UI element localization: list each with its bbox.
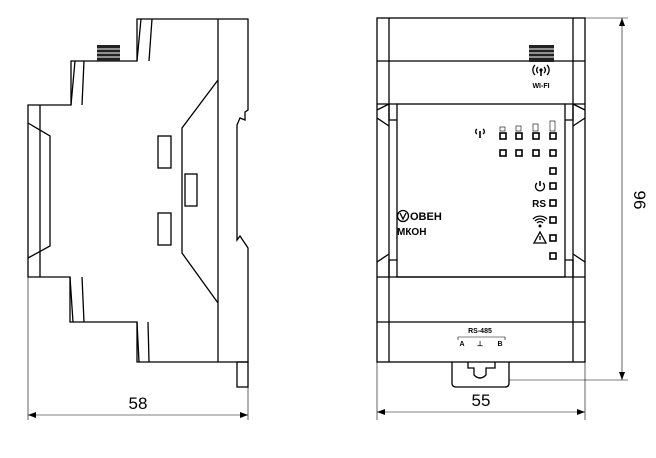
side-outline bbox=[27, 18, 249, 363]
antenna-connector-icon bbox=[529, 45, 554, 62]
side-latch bbox=[184, 173, 198, 207]
logo-text: ОВЕН bbox=[410, 211, 442, 223]
led-power bbox=[549, 182, 557, 190]
brand-logo: ОВЕН bbox=[396, 209, 442, 223]
side-width-dimension: 58 bbox=[129, 394, 148, 413]
wifi-icon bbox=[532, 215, 548, 228]
signal-bars bbox=[499, 120, 556, 132]
led bbox=[515, 132, 523, 140]
warning-icon bbox=[532, 230, 548, 244]
wifi-label: WI-FI bbox=[532, 83, 549, 90]
din-clip bbox=[236, 361, 249, 388]
side-slot bbox=[157, 212, 172, 246]
rs-label: RS bbox=[532, 199, 546, 210]
led-alarm bbox=[549, 234, 557, 242]
front-panel bbox=[396, 103, 566, 278]
led-wifi bbox=[549, 216, 557, 224]
led bbox=[532, 149, 540, 157]
side-view: 58 bbox=[27, 18, 249, 420]
led bbox=[549, 252, 557, 260]
front-width-dimension: 55 bbox=[472, 391, 491, 410]
led bbox=[499, 132, 507, 140]
led bbox=[532, 132, 540, 140]
side-slot bbox=[157, 135, 172, 169]
rs485-label: RS-485 bbox=[468, 328, 492, 335]
antenna-signal-icon bbox=[475, 128, 485, 138]
led bbox=[515, 149, 523, 157]
front-outline bbox=[376, 17, 586, 363]
power-icon bbox=[534, 181, 546, 192]
din-clip bbox=[451, 362, 510, 388]
led-rs bbox=[549, 199, 557, 207]
terminal-a: A bbox=[459, 341, 464, 348]
terminal-b: B bbox=[497, 341, 502, 348]
front-view: WI-FI RS bbox=[376, 17, 649, 420]
led bbox=[499, 149, 507, 157]
wifi-antenna-icon bbox=[532, 64, 550, 76]
led bbox=[549, 167, 557, 175]
antenna-connector-icon bbox=[97, 45, 120, 61]
led-indicators bbox=[499, 132, 557, 260]
led bbox=[549, 149, 557, 157]
led bbox=[549, 132, 557, 140]
model-label: МКОН bbox=[397, 227, 426, 238]
height-dimension: 96 bbox=[630, 191, 649, 210]
terminal-ground: ⊥ bbox=[477, 340, 483, 348]
